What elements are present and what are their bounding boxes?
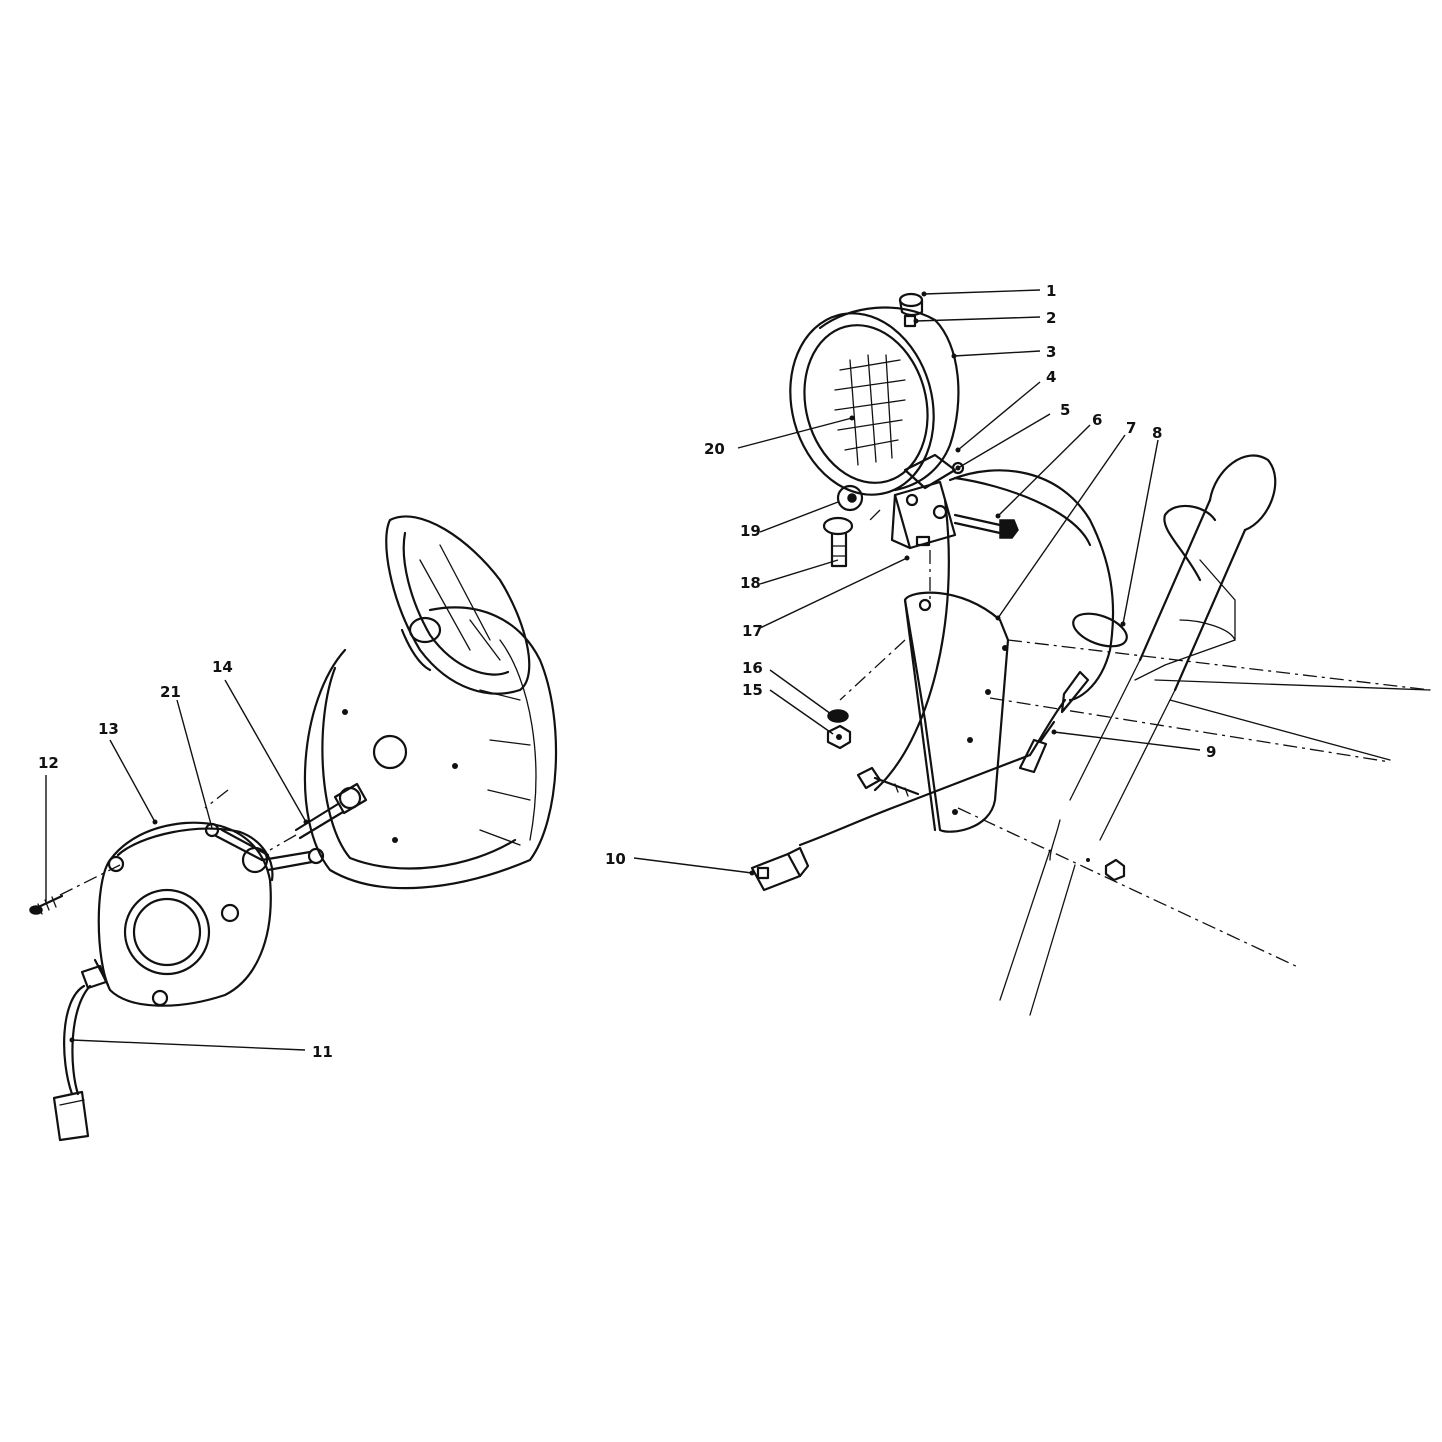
callout-1: 1 [1046, 282, 1056, 300]
callout-10: 10 [605, 850, 626, 868]
callout-14: 14 [212, 658, 233, 676]
callout-17: 17 [742, 622, 763, 640]
wire-connector-male [1018, 670, 1090, 774]
motor-brackets [204, 822, 325, 872]
wire-connector-plug [750, 846, 810, 892]
light-mount-bracket [890, 453, 965, 550]
washer [836, 484, 864, 512]
leader-dots [69, 291, 1126, 1043]
nut [826, 724, 852, 750]
callout-19: 19 [740, 522, 761, 540]
callout-6: 6 [1092, 411, 1102, 429]
lock-washer [827, 709, 849, 723]
callout-9: 9 [1206, 743, 1216, 761]
callout-7: 7 [1126, 419, 1136, 437]
callout-20: 20 [704, 440, 725, 458]
frame-nut [1086, 858, 1126, 882]
callout-5: 5 [1060, 401, 1070, 419]
bolt [953, 513, 1019, 539]
callout-15: 15 [742, 681, 763, 699]
headlight [789, 306, 960, 496]
callout-13: 13 [98, 720, 119, 738]
carriage-bolt [822, 516, 854, 568]
callout-3: 3 [1046, 343, 1056, 361]
drum-handle [385, 515, 531, 695]
screw [29, 894, 64, 915]
callout-2: 2 [1046, 309, 1056, 327]
headlight-knob [898, 292, 924, 328]
callout-11: 11 [312, 1043, 333, 1061]
callout-21: 21 [160, 683, 181, 701]
callout-18: 18 [740, 574, 761, 592]
motor [93, 821, 274, 1007]
leader-lines [45, 289, 1201, 1051]
drum-housing [303, 606, 558, 890]
handlebar-frame [999, 454, 1431, 1016]
callout-12: 12 [38, 754, 59, 772]
callout-16: 16 [742, 659, 763, 677]
callout-8: 8 [1152, 424, 1162, 442]
motor-wire-harness [52, 964, 108, 1142]
light-support-arm [903, 591, 1010, 833]
light-wire-harness [798, 469, 1128, 847]
mount-bolt [856, 766, 920, 797]
callout-labels: 1 2 3 4 5 6 7 8 9 10 11 12 13 14 15 16 1… [38, 282, 1216, 1061]
callout-4: 4 [1046, 368, 1056, 386]
shaft [294, 782, 368, 840]
